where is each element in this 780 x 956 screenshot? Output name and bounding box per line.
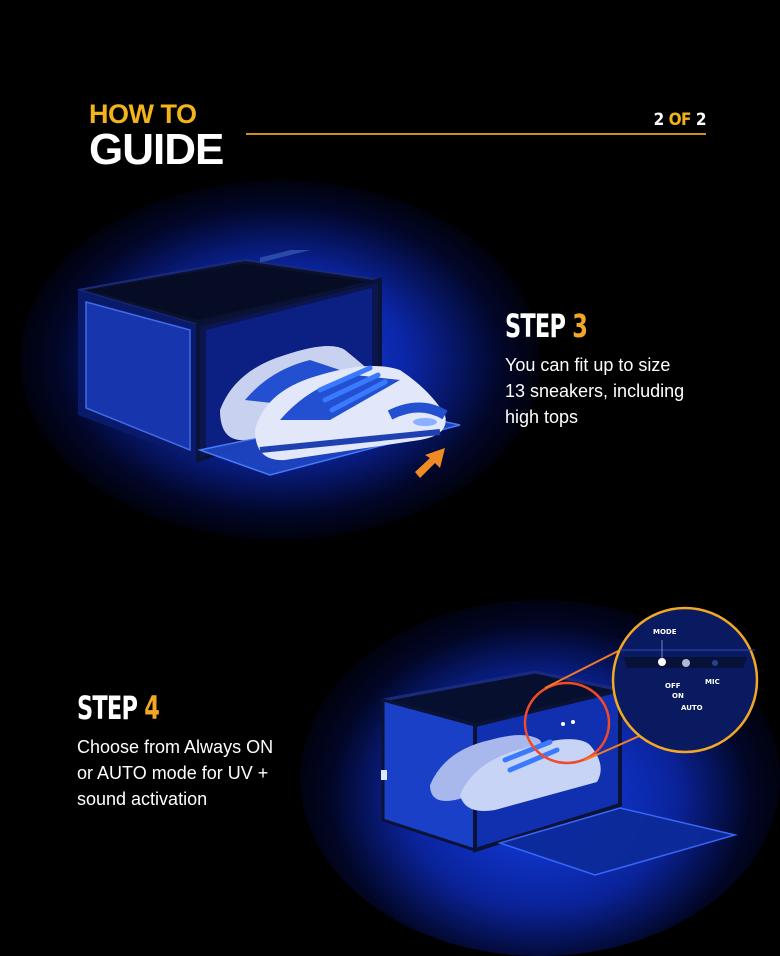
mode-label: MODE — [653, 628, 677, 636]
step-4-number: 4 — [144, 689, 160, 727]
step-4-description: Choose from Always ON or AUTO mode for U… — [77, 737, 274, 809]
page-total: 2 — [695, 110, 707, 130]
mic-label: MIC — [705, 678, 720, 686]
step-3-title: STEP 3 — [505, 307, 588, 345]
step-3-description: You can fit up to size 13 sneakers, incl… — [505, 355, 685, 427]
sneaker-box-illustration-step4: MODE OFF ON AUTO MIC — [381, 606, 759, 876]
sneaker-box-illustration-step3 — [77, 250, 461, 478]
step-3-number: 3 — [572, 307, 588, 345]
off-label: OFF — [665, 682, 681, 690]
header-divider — [246, 133, 706, 135]
title-how-to: HOW TO — [89, 99, 197, 129]
mode-switch-callout: MODE OFF ON AUTO MIC — [611, 606, 759, 754]
page-current: 2 — [653, 110, 665, 130]
page-counter: 2 OF 2 — [653, 110, 707, 130]
auto-label: AUTO — [681, 704, 703, 712]
guide-title: HOW TO GUIDE — [89, 99, 224, 174]
on-label: ON — [672, 692, 684, 700]
step-3: STEP 3 You can fit up to size 13 sneaker… — [505, 308, 745, 430]
title-guide: GUIDE — [89, 125, 224, 174]
step-4-title: STEP 4 — [77, 689, 160, 727]
insert-arrow-icon — [415, 448, 445, 478]
page-of: OF — [668, 110, 692, 130]
step-4: STEP 4 Choose from Always ON or AUTO mod… — [77, 690, 347, 812]
